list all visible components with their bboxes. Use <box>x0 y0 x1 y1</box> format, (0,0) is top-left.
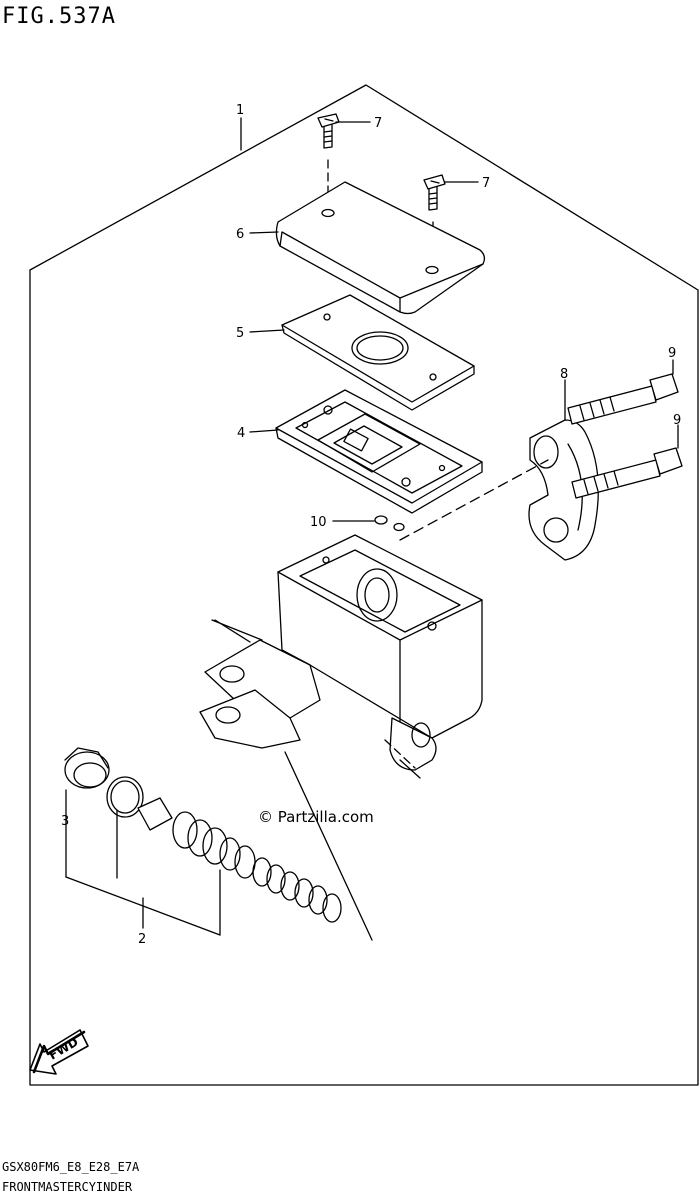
piston-cup-3 <box>64 747 110 789</box>
reservoir-cap-6 <box>249 181 486 315</box>
callout-4: 4 <box>237 426 245 441</box>
part-10 <box>332 515 405 532</box>
figure-title: FIG.537A <box>2 4 116 29</box>
callout-9-bottom: 9 <box>673 413 681 428</box>
callout-2: 2 <box>138 932 146 947</box>
callout-7-right: 7 <box>482 176 490 191</box>
clamp-bolt-9-top <box>567 359 679 425</box>
diaphragm-4 <box>249 389 483 514</box>
part-group-name: FRONTMASTERCYINDER <box>2 1180 133 1194</box>
master-cylinder-body <box>199 534 483 941</box>
piston-assembly <box>137 797 256 879</box>
model-code: GSX80FM6_E8_E28_E7A <box>2 1160 140 1174</box>
callout-3: 3 <box>61 814 69 829</box>
callout-5: 5 <box>236 326 244 341</box>
callout-1: 1 <box>236 103 244 118</box>
watermark: © Partzilla.com <box>258 808 374 826</box>
callout-bracket-2-3 <box>65 789 221 936</box>
callout-8: 8 <box>560 367 568 382</box>
diaphragm-plate-5 <box>249 294 475 411</box>
callout-9-top: 9 <box>668 346 676 361</box>
callout-10: 10 <box>310 515 327 530</box>
callout-7-top: 7 <box>374 116 382 131</box>
circlip <box>106 776 144 818</box>
fwd-arrow-icon: FWD <box>29 1029 89 1075</box>
callout-6: 6 <box>236 227 244 242</box>
clamp-bolt-9-bottom <box>571 424 683 499</box>
return-spring <box>252 857 342 923</box>
assembly-boundary <box>29 84 699 1086</box>
screw-7-right <box>423 174 479 269</box>
